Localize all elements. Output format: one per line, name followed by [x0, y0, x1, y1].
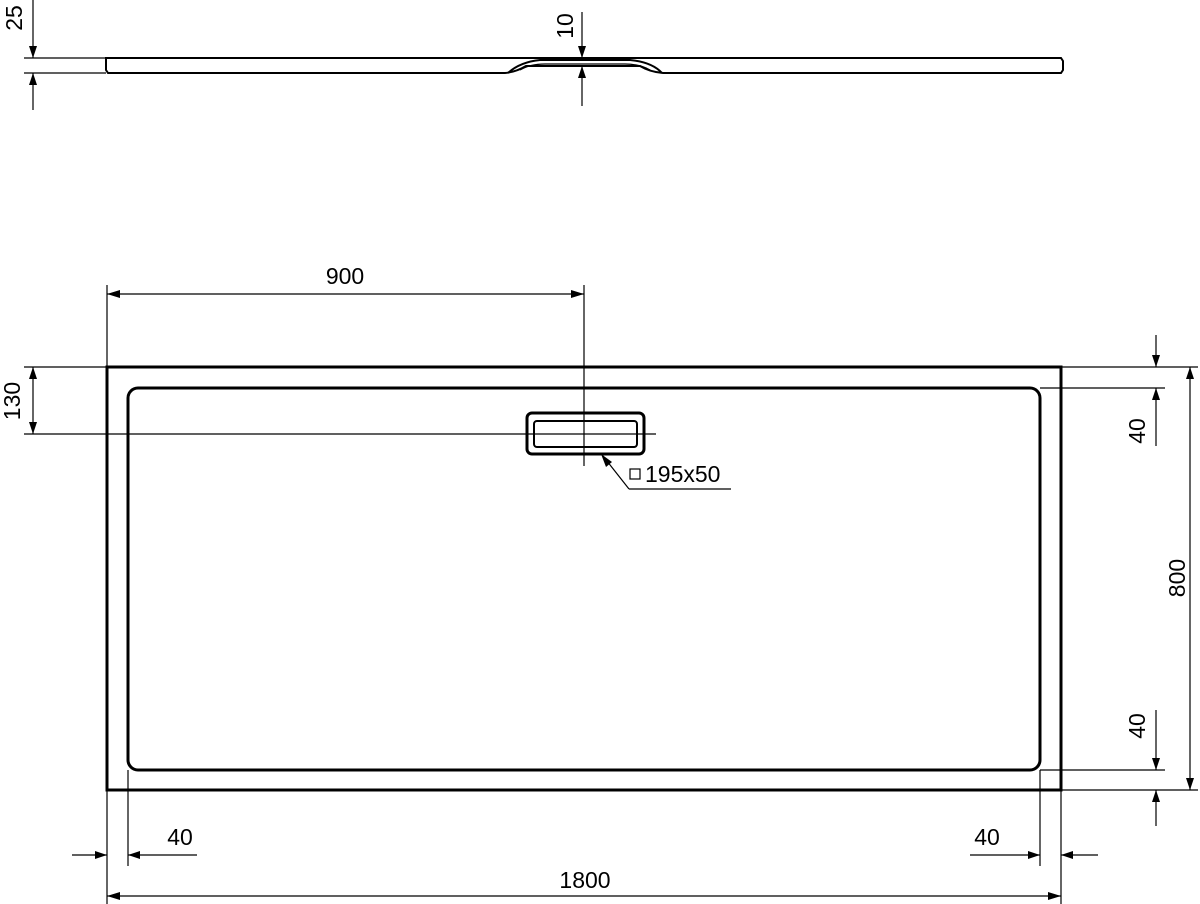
dim-900-label: 900	[326, 263, 364, 289]
dim-10-arrow-up	[578, 66, 586, 78]
dim-40-right-horizontal-arrow-right	[1028, 851, 1040, 859]
dim-900-arrow-right	[571, 290, 584, 298]
dim-25-label: 25	[1, 5, 27, 31]
dim-130-arrow-down	[29, 422, 37, 434]
dim-130-arrow-up	[29, 367, 37, 379]
dim-40-right-horizontal-arrow-left	[1061, 851, 1073, 859]
dim-800-arrow-down	[1186, 778, 1194, 790]
dim-40-bottom-right-label: 40	[1124, 713, 1150, 739]
side-view: 25 10	[1, 0, 1064, 110]
side-view-drain-inner	[519, 63, 651, 71]
dim-800-arrow-up	[1186, 367, 1194, 379]
dim-40-top-right-label: 40	[1124, 418, 1150, 444]
dim-40-right-horizontal-label: 40	[974, 824, 1000, 850]
plan-view: 900 130 195x50 40 800 40	[0, 263, 1198, 904]
drain-leader-arrow	[601, 454, 612, 467]
dim-40-bottom-left-arrow-right	[95, 851, 107, 859]
dim-10-arrow-down	[578, 46, 586, 58]
dim-10-label: 10	[552, 13, 578, 39]
dim-40-bottom-left-arrow-left	[128, 851, 140, 859]
dim-900-arrow-left	[107, 290, 120, 298]
dim-40-top-right-arrow-down	[1152, 355, 1160, 367]
square-symbol-icon	[629, 468, 641, 480]
dim-40-bottom-right-arrow-up	[1152, 790, 1160, 802]
dim-40-bottom-left-label: 40	[167, 824, 193, 850]
drain-size-label: 195x50	[645, 461, 720, 487]
dim-40-bottom-right-arrow-down	[1152, 758, 1160, 770]
dim-1800-arrow-left	[107, 892, 120, 900]
dim-25-arrow-down	[29, 46, 37, 58]
dim-40-top-right-arrow-up	[1152, 388, 1160, 400]
dim-25-arrow-up	[29, 73, 37, 85]
dim-1800-label: 1800	[559, 867, 610, 893]
dim-800-label: 800	[1164, 559, 1190, 597]
dim-130-label: 130	[0, 382, 25, 420]
side-view-drain-recess	[507, 59, 663, 74]
dim-1800-arrow-right	[1048, 892, 1061, 900]
